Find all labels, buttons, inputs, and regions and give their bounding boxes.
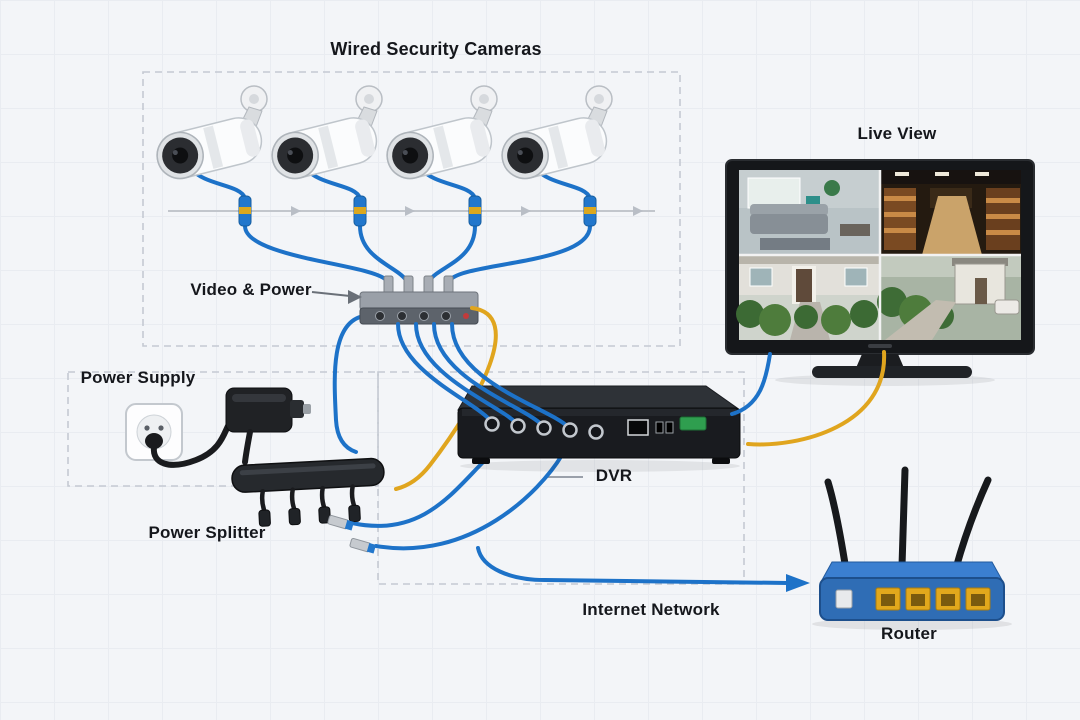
label-dvr: DVR: [595, 466, 633, 485]
dvr-ethernet-port: [627, 419, 649, 436]
router-antenna-1: [824, 478, 850, 574]
bnc-connector-2: [353, 195, 367, 227]
security-camera-4: [496, 85, 613, 185]
power-cables-yellow: [394, 306, 887, 491]
dvr-hdmi-label: [679, 416, 707, 431]
cameras-region-box: [142, 71, 681, 347]
dvr-usb-port: [665, 421, 674, 434]
label-live-view: Live View: [857, 124, 937, 143]
splitter-output-cable-2: [374, 453, 564, 551]
security-camera-2: [266, 85, 383, 185]
security-camera-3: [381, 85, 498, 185]
label-power-splitter: Power Splitter: [148, 523, 266, 542]
video-power-combiner: [332, 275, 479, 454]
dvr-bnc-ports: [484, 416, 604, 440]
power-adapter: [225, 387, 311, 465]
bnc-connector-1: [238, 195, 252, 227]
router-antenna-2: [898, 466, 909, 570]
power-jack-connector-1: [327, 514, 355, 531]
security-camera-1: [151, 85, 268, 185]
router-wan-port: [835, 589, 853, 609]
feed-retail-store: [880, 170, 1021, 255]
power-jack-connector-2: [349, 537, 377, 554]
internet-arrow: [476, 546, 810, 592]
video-power-pointer-arrow: [311, 290, 362, 304]
power-splitter: [231, 457, 385, 527]
feed-house-entrance: [736, 255, 880, 340]
bnc-connector-3: [468, 195, 482, 227]
wall-outlet: [125, 403, 233, 468]
label-router: Router: [881, 624, 937, 643]
dvr-usb-port: [655, 421, 664, 434]
feed-driveway: [877, 255, 1021, 340]
label-video-power: Video & Power: [190, 280, 312, 299]
router-device: [812, 466, 1012, 630]
dvr-to-monitor-cable: [730, 352, 772, 416]
label-internet-network: Internet Network: [582, 600, 720, 619]
router-lan-ports: [875, 587, 991, 611]
bnc-connector-4: [583, 195, 597, 227]
feed-living-room: [739, 170, 880, 255]
live-view-monitor: [725, 159, 1035, 386]
router-antenna-3: [952, 476, 992, 572]
label-power-supply: Power Supply: [80, 368, 196, 387]
hub-to-dvr-cables: [396, 322, 570, 429]
label-wired-security-cameras: Wired Security Cameras: [330, 39, 542, 59]
